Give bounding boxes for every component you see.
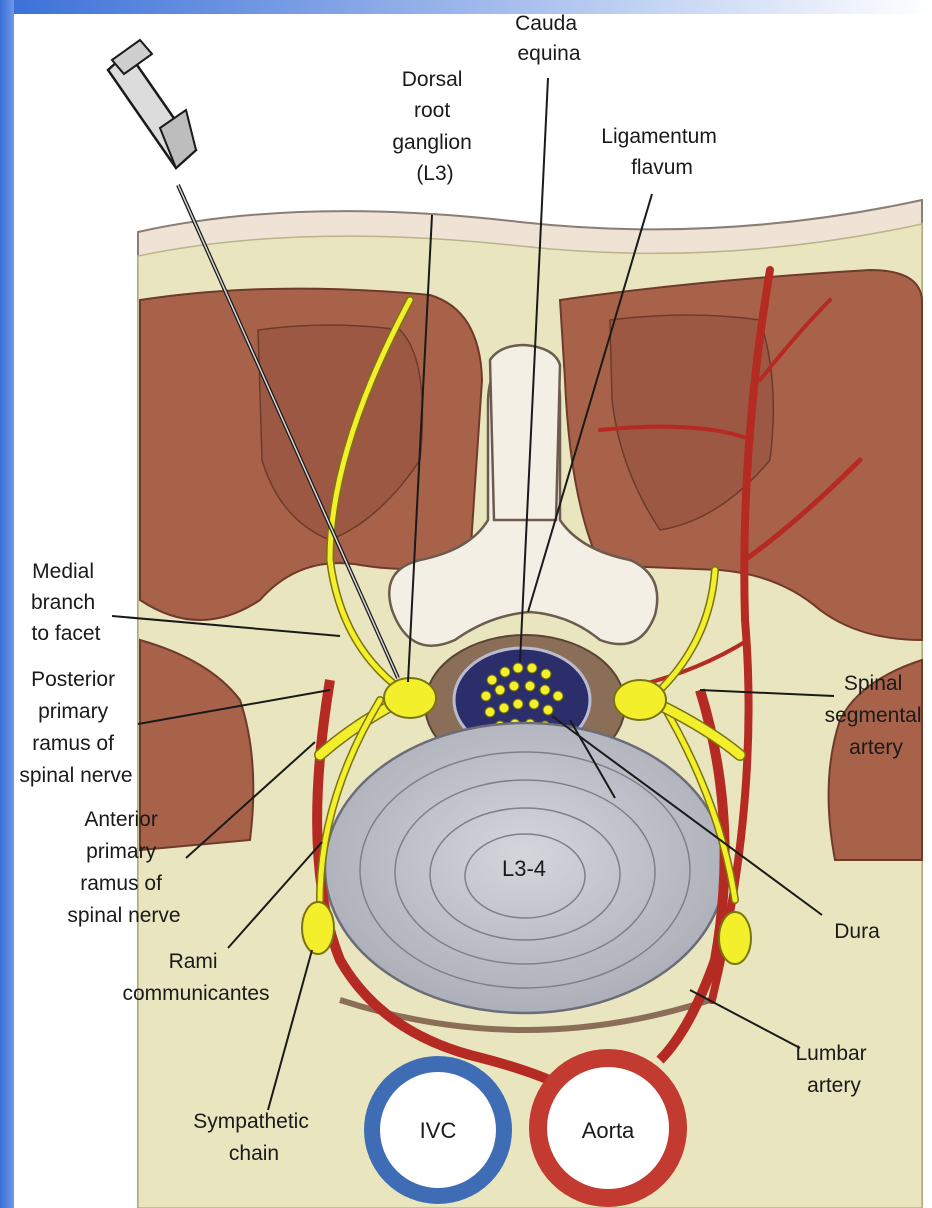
label-medial-branch-line: branch <box>31 591 95 614</box>
label-dura-line: Dura <box>834 920 880 943</box>
left-dorsal-root-ganglion <box>384 678 436 718</box>
label-posterior-ramus: Posterior primary ramus of spinal nerve <box>19 668 132 787</box>
label-dorsal-root-ganglion-line: Dorsal <box>402 68 463 91</box>
top-frame-bar <box>0 0 932 14</box>
label-lumbar-artery-line: artery <box>807 1074 861 1097</box>
label-anterior-ramus-line: primary <box>86 840 157 863</box>
label-anterior-ramus-line: spinal nerve <box>67 904 180 927</box>
right-dorsal-root-ganglion <box>614 680 666 720</box>
label-rami-communicantes-line: Rami <box>169 950 218 973</box>
label-sympathetic-chain-line: Sympathetic <box>193 1110 309 1133</box>
label-lumbar-artery-line: Lumbar <box>795 1042 866 1065</box>
label-posterior-ramus-line: ramus of <box>32 732 114 755</box>
label-cauda-equina-line: Cauda <box>515 12 577 35</box>
label-ligamentum-flavum: Ligamentum flavum <box>601 125 722 179</box>
label-aorta: Aorta <box>582 1118 635 1143</box>
label-anterior-ramus-line: ramus of <box>80 872 162 895</box>
label-dorsal-root-ganglion: Dorsal root ganglion (L3) <box>392 68 477 185</box>
label-posterior-ramus-line: spinal nerve <box>19 764 132 787</box>
label-dorsal-root-ganglion-line: (L3) <box>416 162 453 185</box>
label-rami-communicantes-line: communicantes <box>122 982 269 1005</box>
label-spinal-segmental-artery-line: artery <box>849 736 903 759</box>
right-sympathetic-ganglion <box>719 912 751 964</box>
label-ligamentum-flavum-line: flavum <box>631 156 693 179</box>
spinous-process <box>490 345 560 520</box>
label-posterior-ramus-line: primary <box>38 700 109 723</box>
label-ivc: IVC <box>420 1118 457 1143</box>
label-dorsal-root-ganglion-line: ganglion <box>392 131 471 154</box>
label-cauda-equina: Cauda equina <box>515 12 583 65</box>
label-disc: L3-4 <box>502 856 546 881</box>
label-medial-branch: Medial branch to facet <box>31 560 101 645</box>
label-sympathetic-chain-line: chain <box>229 1142 279 1165</box>
label-spinal-segmental-artery-line: segmental <box>825 704 922 727</box>
label-medial-branch-line: Medial <box>32 560 94 583</box>
label-dura: Dura <box>834 920 880 943</box>
left-sympathetic-ganglion <box>302 902 334 954</box>
label-posterior-ramus-line: Posterior <box>31 668 115 691</box>
label-ligamentum-flavum-line: Ligamentum <box>601 125 717 148</box>
label-anterior-ramus-line: Anterior <box>84 808 158 831</box>
left-frame-bar <box>0 0 14 1208</box>
label-medial-branch-line: to facet <box>32 622 101 645</box>
label-spinal-segmental-artery-line: Spinal <box>844 672 902 695</box>
label-cauda-equina-line: equina <box>517 42 580 65</box>
label-dorsal-root-ganglion-line: root <box>414 99 450 122</box>
